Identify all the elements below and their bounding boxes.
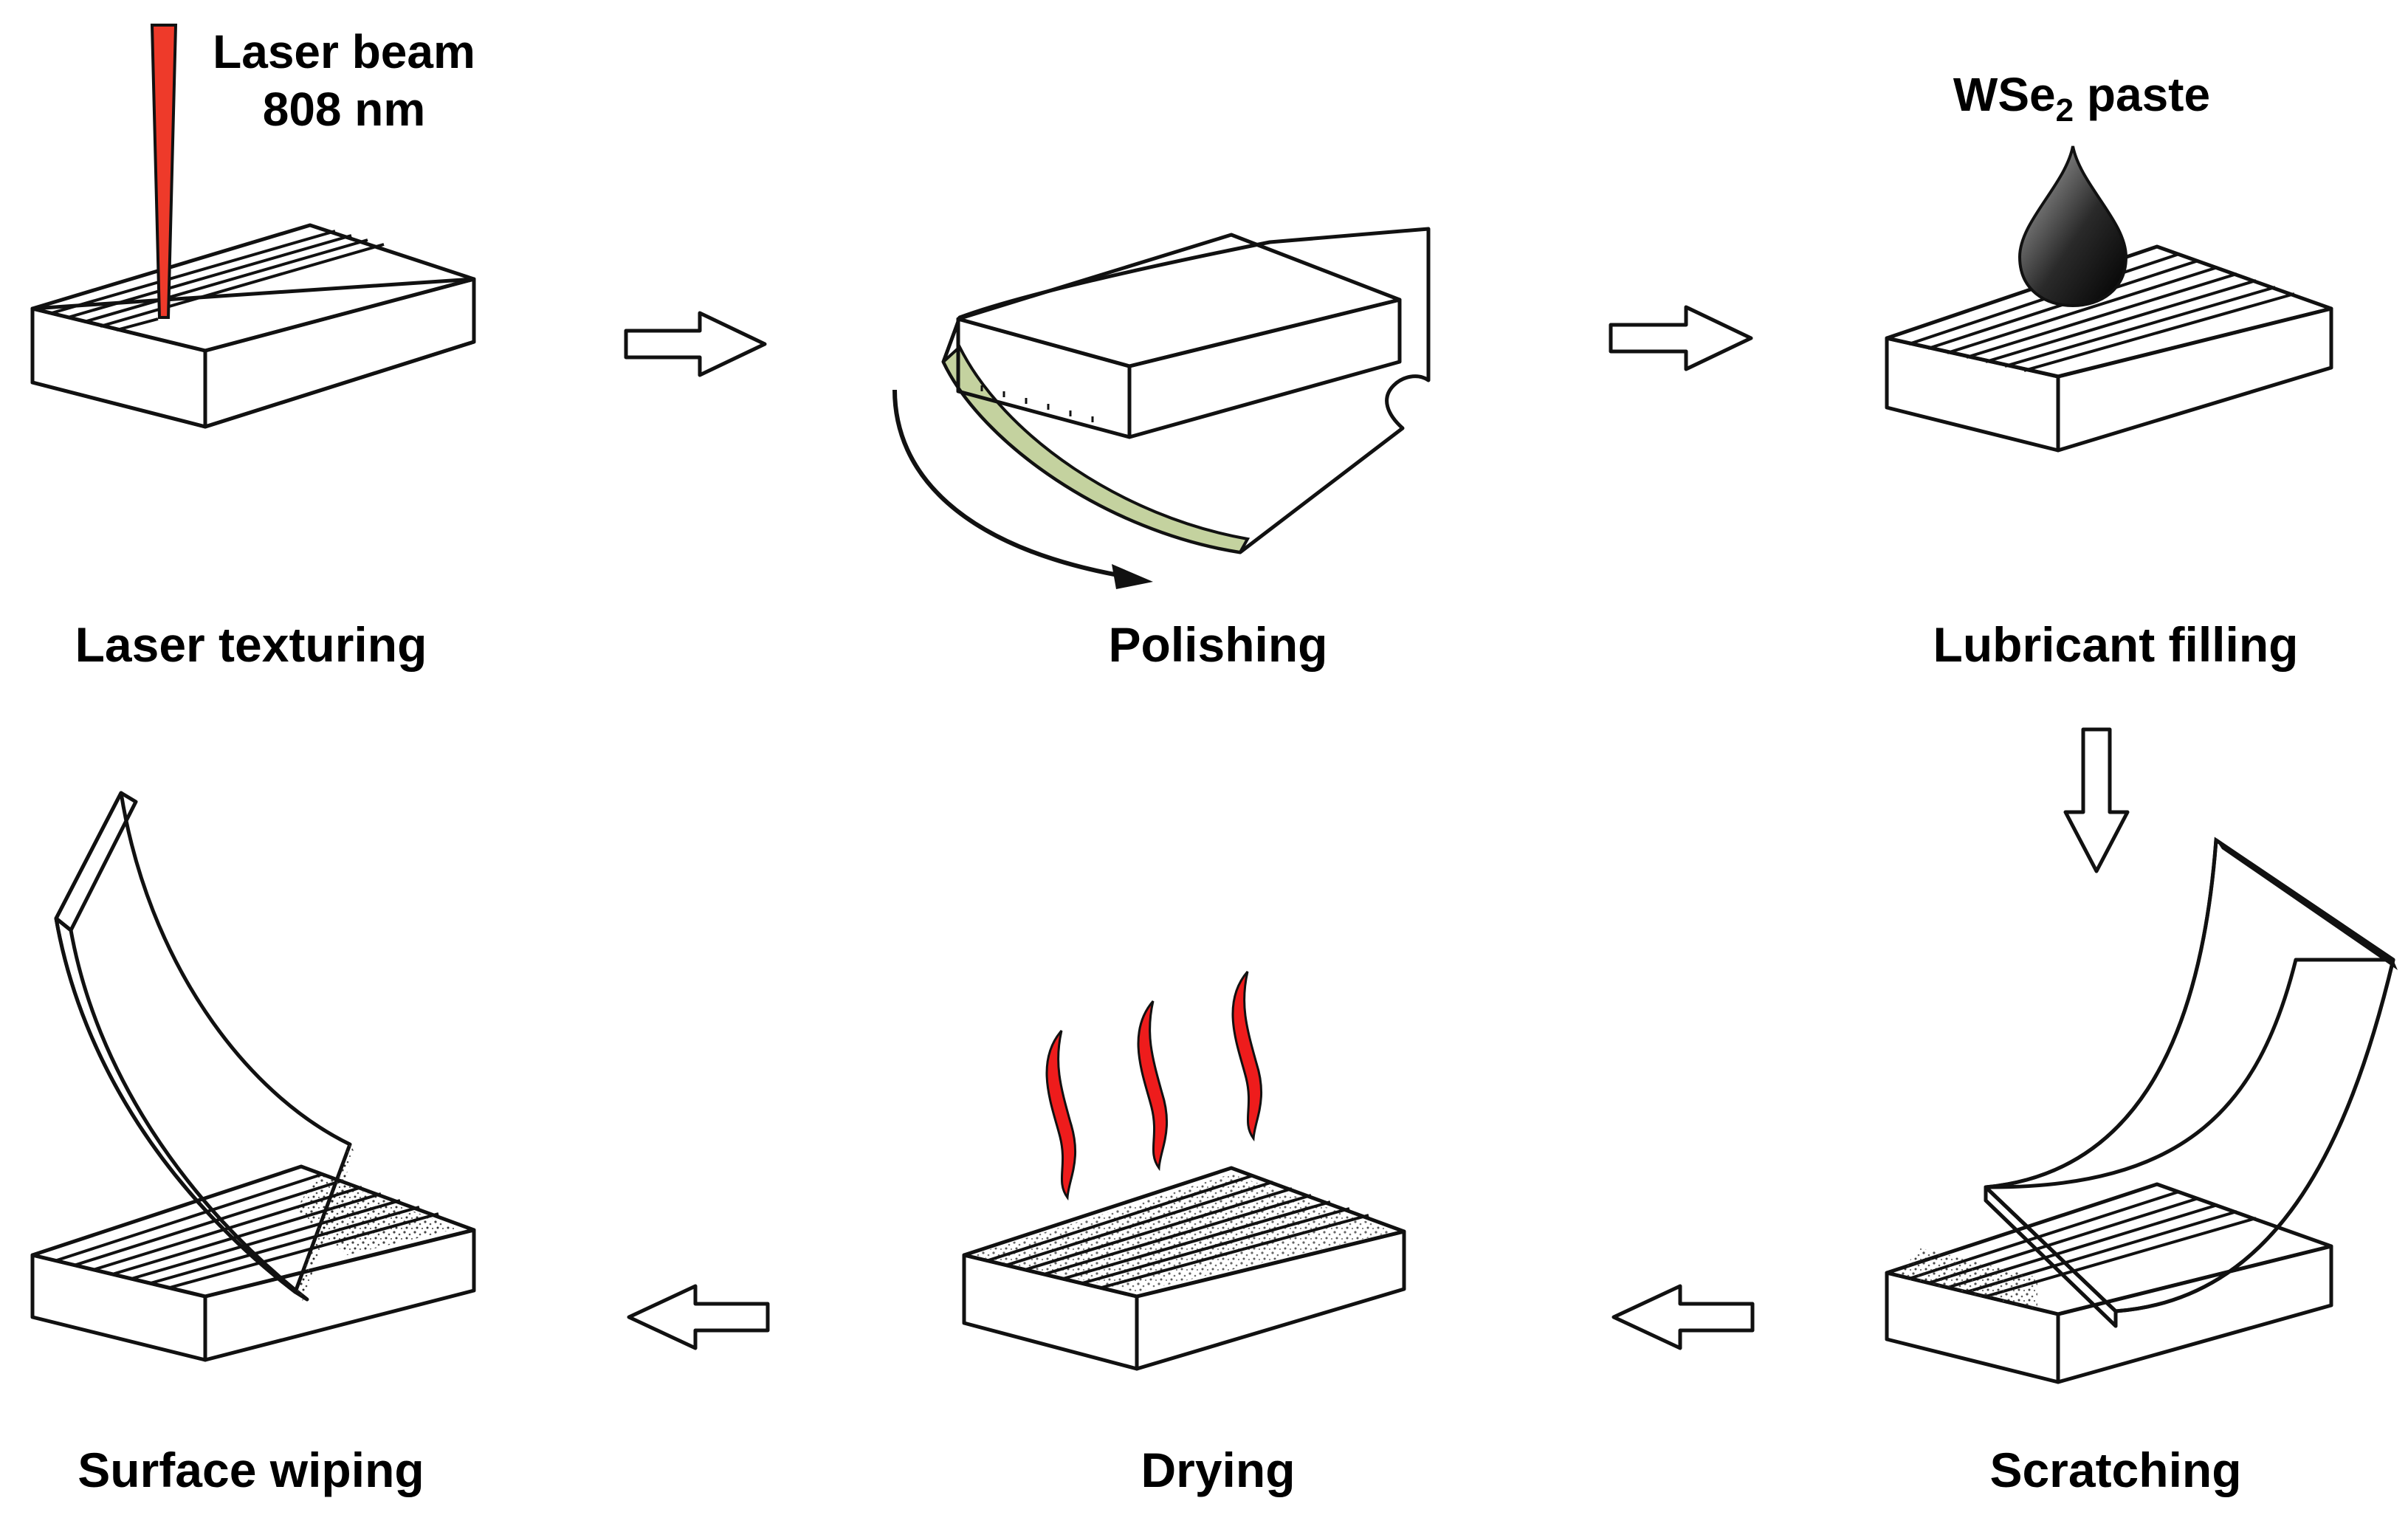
- step-label-lubricant-filling: Lubricant filling: [1933, 617, 2299, 672]
- laser-beam-label: Laser beam: [213, 25, 475, 78]
- arrow-down-icon: [2063, 727, 2130, 873]
- paste-label: WSe2 paste: [1953, 68, 2210, 128]
- wiping-blade: [54, 791, 354, 1302]
- step-label-drying: Drying: [1141, 1443, 1295, 1497]
- laser-grooves: [51, 230, 385, 331]
- scraper-blade: [1984, 836, 2398, 1328]
- arrow-right-icon: [1609, 305, 1753, 371]
- laser-wavelength-label: 808 nm: [263, 83, 426, 136]
- paste-label-subscript: 2: [2056, 92, 2074, 128]
- rotation-arrow-icon: [892, 389, 1123, 578]
- arrow-left-icon: [627, 1284, 770, 1350]
- arrow-left-icon: [1611, 1284, 1755, 1350]
- step-lubricant-filling: WSe2 paste Lubricant filling: [1885, 68, 2333, 672]
- paste-label-prefix: WSe: [1953, 68, 2056, 121]
- step-label-surface-wiping: Surface wiping: [78, 1443, 424, 1497]
- step-surface-wiping: Surface wiping: [30, 791, 476, 1497]
- textured-block: [30, 1164, 476, 1362]
- textured-block: [1885, 1182, 2333, 1384]
- step-polishing: Polishing: [892, 227, 1431, 672]
- step-scratching: Scratching: [1885, 836, 2398, 1497]
- step-label-polishing: Polishing: [1109, 617, 1328, 672]
- step-label-scratching: Scratching: [1989, 1443, 2241, 1497]
- step-label-laser-texturing: Laser texturing: [75, 617, 427, 672]
- textured-block: [30, 223, 476, 429]
- paste-label-suffix: paste: [2074, 68, 2210, 121]
- arrow-right-icon: [624, 311, 767, 377]
- polishing-pad: [941, 227, 1431, 554]
- laser-beam: [150, 24, 178, 319]
- paste-droplet: [2017, 145, 2128, 308]
- step-laser-texturing: Laser beam 808 nm Laser texturing: [30, 24, 476, 672]
- textured-block: [962, 1166, 1406, 1371]
- heat-waves-icon: [1045, 971, 1263, 1201]
- polished-block: [956, 233, 1402, 439]
- step-drying: Drying: [962, 971, 1406, 1497]
